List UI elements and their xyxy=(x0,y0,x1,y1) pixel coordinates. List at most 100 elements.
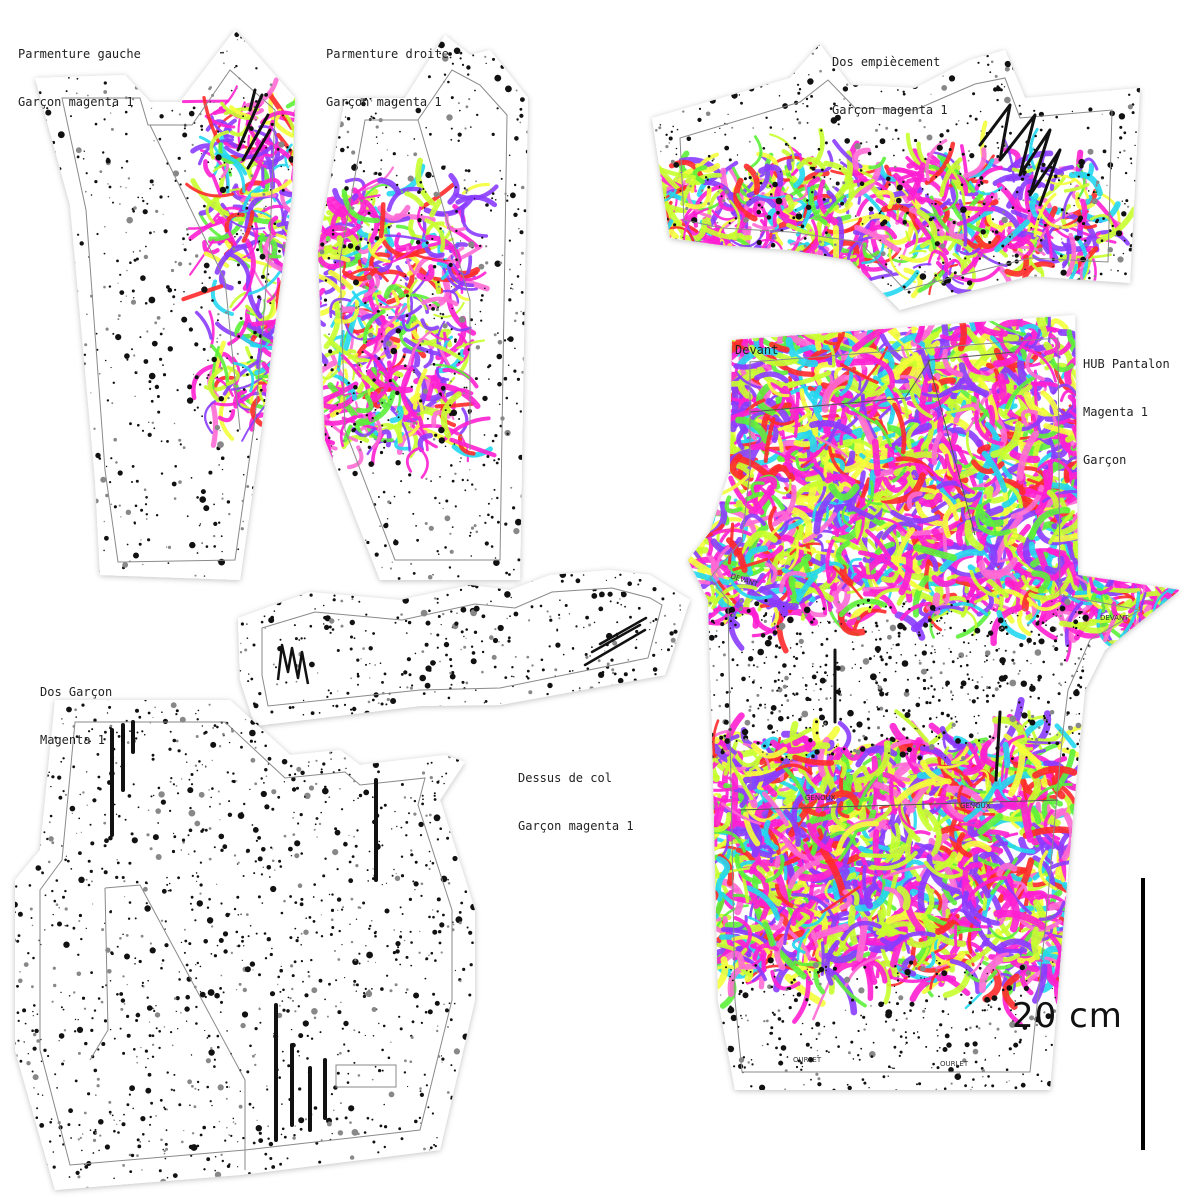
speckle-dot xyxy=(300,770,305,775)
speckle-dot xyxy=(529,196,530,197)
speckle-dot xyxy=(673,261,676,264)
seam-line xyxy=(679,77,1113,291)
speckle-dot xyxy=(1001,125,1004,128)
speckle-dot xyxy=(272,573,278,578)
speckle-dot xyxy=(635,629,639,634)
speckle-dot xyxy=(313,883,317,886)
speckle-dot xyxy=(140,539,142,541)
speckle-dot xyxy=(503,376,508,381)
speckle-dot xyxy=(89,869,93,874)
speckle-dot xyxy=(423,207,426,209)
speckle-dot xyxy=(710,65,717,72)
speckle-dot xyxy=(194,375,199,380)
swirl-stroke xyxy=(265,381,295,387)
speckle-dot xyxy=(410,385,413,388)
speckle-dot xyxy=(270,710,274,714)
speckle-dot xyxy=(149,231,152,235)
speckle-dot xyxy=(236,429,239,432)
speckle-dot xyxy=(330,758,332,760)
speckle-dot xyxy=(450,328,453,331)
speckle-dot xyxy=(196,1080,200,1084)
swirl-stroke xyxy=(322,414,359,443)
speckle-dot xyxy=(493,665,497,669)
swirl-stroke xyxy=(868,156,887,170)
speckle-dot xyxy=(141,984,144,987)
speckle-dot xyxy=(209,921,212,924)
swirl-stroke xyxy=(796,156,826,171)
speckle-dot xyxy=(436,550,439,553)
speckle-dot xyxy=(499,424,503,428)
speckle-dot xyxy=(556,721,559,724)
speckle-dot xyxy=(427,1106,430,1109)
speckle-dot xyxy=(525,710,528,713)
speckle-dot xyxy=(597,659,601,663)
speckle-dot xyxy=(484,287,486,290)
speckle-dot xyxy=(103,520,106,523)
speckle-dot xyxy=(249,126,254,131)
speckle-dot xyxy=(434,597,437,600)
speckle-dot xyxy=(19,1088,23,1092)
speckle-dot xyxy=(737,275,739,278)
speckle-dot xyxy=(204,995,207,999)
speckle-dot xyxy=(68,513,75,520)
speckle-dot xyxy=(679,604,682,607)
speckle-dot xyxy=(421,340,425,343)
speckle-dot xyxy=(252,1106,255,1109)
speckle-dot xyxy=(452,923,455,926)
speckle-dot xyxy=(228,512,231,516)
speckle-dot xyxy=(966,280,973,286)
speckle-dot xyxy=(439,660,441,663)
speckle-dot xyxy=(483,702,486,704)
speckle-dot xyxy=(180,778,183,780)
speckle-dot xyxy=(289,265,291,267)
speckle-dot xyxy=(327,256,331,260)
speckle-dot xyxy=(436,735,439,737)
speckle-dot xyxy=(352,958,359,965)
speckle-dot xyxy=(136,1138,140,1142)
speckle-dot xyxy=(988,240,992,244)
speckle-dot xyxy=(348,860,352,864)
swirl-stroke xyxy=(852,147,871,171)
speckle-dot xyxy=(398,1127,402,1131)
speckle-dot xyxy=(368,332,374,338)
speckle-dot xyxy=(342,531,348,537)
speckle-dot xyxy=(104,838,109,844)
speckle-dot xyxy=(297,883,303,888)
speckle-dot xyxy=(348,722,350,725)
speckle-dot xyxy=(246,623,248,625)
speckle-dot xyxy=(476,113,479,117)
speckle-dot xyxy=(184,1006,190,1012)
speckle-dot xyxy=(164,1108,167,1111)
speckle-dot xyxy=(351,206,355,210)
speckle-dot xyxy=(1110,76,1117,82)
speckle-dot xyxy=(1101,113,1103,115)
speckle-dot xyxy=(426,762,429,765)
speckle-dot xyxy=(106,399,110,402)
swirl-stroke xyxy=(422,339,464,362)
speckle-dot xyxy=(1030,227,1033,229)
speckle-dot xyxy=(1077,175,1080,178)
speckle-dot xyxy=(244,648,248,652)
speckle-dot xyxy=(414,1181,418,1185)
speckle-dot xyxy=(270,122,274,126)
speckle-dot xyxy=(498,403,501,406)
speckle-dot xyxy=(442,913,445,917)
speckle-dot xyxy=(1076,49,1080,53)
speckle-dot xyxy=(481,294,484,297)
speckle-dot xyxy=(53,899,57,903)
speckle-dot xyxy=(15,709,17,712)
speckle-dot xyxy=(362,717,366,720)
speckle-dot xyxy=(41,516,43,519)
swirl-stroke xyxy=(318,393,358,410)
speckle-dot xyxy=(254,100,258,103)
speckle-dot xyxy=(1004,66,1010,72)
speckle-dot xyxy=(748,69,752,73)
speckle-dot xyxy=(324,800,327,804)
speckle-dot xyxy=(812,46,816,50)
speckle-dot xyxy=(89,1129,92,1131)
speckle-dot xyxy=(150,1101,154,1105)
swirl-stroke xyxy=(786,171,823,185)
swirl-stroke xyxy=(946,172,969,196)
speckle-dot xyxy=(797,211,801,215)
speckle-dot xyxy=(624,605,626,608)
